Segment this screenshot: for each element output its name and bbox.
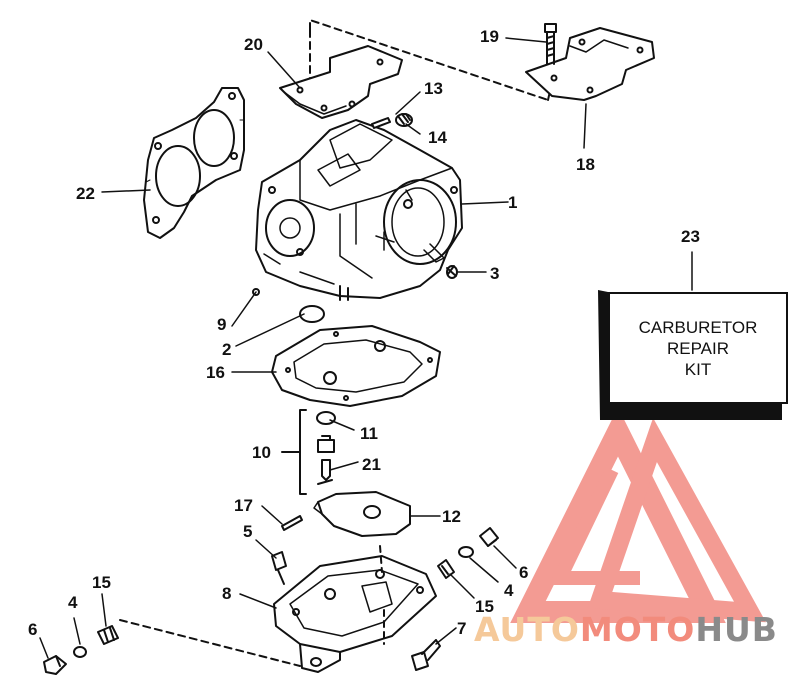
watermark-auto: AUTO [474, 610, 580, 649]
leader-lines [39, 37, 693, 659]
part-1-carburetor-body [255, 119, 463, 301]
part-16-gasket [271, 325, 441, 407]
callout-1: 1 [508, 193, 518, 212]
kit-label-line-2: REPAIR [666, 338, 730, 358]
part-8-float-bowl [273, 555, 437, 673]
callout-8: 8 [222, 584, 232, 603]
callout-5: 5 [243, 522, 253, 541]
part-6-plug-right [479, 527, 499, 547]
part-5-screw [271, 551, 287, 585]
part-2-plug [299, 305, 325, 323]
callout-15-left: 15 [92, 573, 111, 592]
callout-7: 7 [457, 619, 467, 638]
part-3-fitting [446, 265, 458, 279]
callout-11: 11 [360, 424, 378, 443]
callout-20: 20 [244, 35, 263, 54]
part-22-gasket [143, 87, 245, 239]
callout-6-left: 6 [28, 620, 38, 639]
callout-19: 19 [480, 27, 499, 46]
kit-label-line-1: CARBURETOR [638, 317, 758, 337]
watermark-moto: MOTO [579, 610, 696, 649]
part-14-fitting [395, 113, 413, 127]
kit-label-line-3: KIT [684, 359, 712, 379]
part-15-jet-left [97, 625, 119, 645]
callout-10: 10 [252, 443, 271, 462]
callout-6-right: 6 [519, 563, 529, 582]
callout-13: 13 [424, 79, 443, 98]
callout-2: 2 [222, 340, 232, 359]
carburetor-repair-kit-box: CARBURETOR REPAIR KIT [608, 292, 788, 404]
part-10-seat [317, 435, 335, 453]
callout-3: 3 [490, 264, 500, 283]
callout-21: 21 [362, 455, 381, 474]
part-19-screw [544, 23, 557, 65]
part-13-pin [371, 117, 391, 129]
part-21-needle [321, 459, 331, 481]
part-18-plate [525, 27, 655, 101]
part-20-plate [279, 45, 403, 119]
watermark-hub: HUB [695, 610, 778, 649]
callout-18: 18 [576, 155, 595, 174]
kit-box-shadow [598, 290, 782, 420]
callout-17: 17 [234, 496, 253, 515]
callout-12: 12 [442, 507, 461, 526]
part-17-pin [281, 515, 303, 531]
part-6-plug-left [43, 655, 67, 675]
part-4-washer-right [458, 546, 474, 558]
dashed-guide-top [309, 19, 549, 101]
callout-4-right: 4 [504, 581, 514, 600]
callout-14: 14 [428, 128, 447, 147]
dashed-guide-bottom [119, 619, 301, 667]
callout-4-left: 4 [68, 593, 78, 612]
callout-9: 9 [217, 315, 227, 334]
part-12-float [313, 491, 411, 537]
callout-23: 23 [681, 227, 700, 246]
part-4-washer-left [73, 646, 87, 658]
callout-16: 16 [206, 363, 225, 382]
callout-22: 22 [76, 184, 95, 203]
callout-15-right: 15 [475, 597, 494, 616]
part-11-washer [316, 411, 336, 425]
watermark-brand: AUTOMOTOHUB [474, 612, 778, 648]
dashed-guide-bowl [379, 545, 385, 645]
watermark-logo-icon [510, 407, 766, 623]
